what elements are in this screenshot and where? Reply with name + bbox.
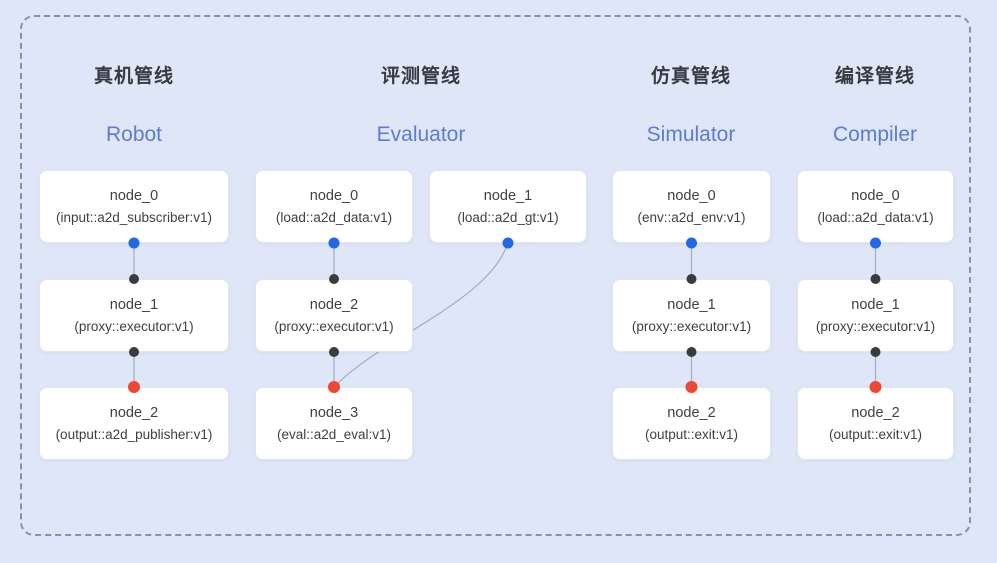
pipeline-header-compiler: 编译管线 Compiler xyxy=(833,66,917,146)
node-card-evaluator-node0[interactable]: node_0 (load::a2d_data:v1) xyxy=(255,170,413,243)
node-card-evaluator-node2[interactable]: node_2 (proxy::executor:v1) xyxy=(255,279,413,352)
node-type: (eval::a2d_eval:v1) xyxy=(276,426,392,442)
node-name: node_2 xyxy=(667,404,716,421)
node-type: (proxy::executor:v1) xyxy=(631,318,752,334)
pipeline-title-compiler: 编译管线 xyxy=(834,66,915,87)
node-name: node_0 xyxy=(309,187,359,204)
node-card-robot-node0[interactable]: node_0 (input::a2d_subscriber:v1) xyxy=(39,170,229,243)
pipeline-header-simulator: 仿真管线 Simulator xyxy=(647,66,736,146)
node-card-simulator-node0[interactable]: node_0 (env::a2d_env:v1) xyxy=(612,170,771,243)
pipeline-title-simulator: 仿真管线 xyxy=(650,66,732,87)
node-card-simulator-node1[interactable]: node_1 (proxy::executor:v1) xyxy=(612,279,771,352)
node-type: (load::a2d_gt:v1) xyxy=(457,209,559,225)
node-type: (proxy::executor:v1) xyxy=(74,318,194,334)
node-name: node_0 xyxy=(667,187,716,204)
pipeline-subtitle-simulator: Simulator xyxy=(646,123,736,146)
node-name: node_1 xyxy=(109,296,159,313)
node-card-compiler-node1[interactable]: node_1 (proxy::executor:v1) xyxy=(797,279,954,352)
node-type: (proxy::executor:v1) xyxy=(815,318,936,334)
node-type: (output::exit:v1) xyxy=(828,426,923,442)
node-card-compiler-node2[interactable]: node_2 (output::exit:v1) xyxy=(797,387,954,460)
node-type: (proxy::executor:v1) xyxy=(274,318,394,334)
pipeline-group-frame xyxy=(20,15,971,536)
pipeline-title-evaluator: 评测管线 xyxy=(380,66,461,87)
node-type: (load::a2d_data:v1) xyxy=(275,209,393,225)
node-name: node_2 xyxy=(309,296,359,313)
node-name: node_0 xyxy=(851,187,900,204)
node-card-evaluator-node3[interactable]: node_3 (eval::a2d_eval:v1) xyxy=(255,387,413,460)
node-card-robot-node2[interactable]: node_2 (output::a2d_publisher:v1) xyxy=(39,387,229,460)
node-card-evaluator-node1[interactable]: node_1 (load::a2d_gt:v1) xyxy=(429,170,587,243)
node-name: node_0 xyxy=(109,187,159,204)
node-name: node_1 xyxy=(667,296,716,313)
node-card-compiler-node0[interactable]: node_0 (load::a2d_data:v1) xyxy=(797,170,954,243)
pipeline-subtitle-robot: Robot xyxy=(105,123,163,146)
node-name: node_2 xyxy=(851,404,900,421)
node-type: (output::a2d_publisher:v1) xyxy=(55,426,213,442)
node-name: node_1 xyxy=(851,296,900,313)
node-name: node_1 xyxy=(483,187,533,204)
pipeline-title-robot: 真机管线 xyxy=(93,66,175,87)
pipeline-header-robot: 真机管线 Robot xyxy=(94,66,174,146)
node-type: (output::exit:v1) xyxy=(644,426,739,442)
pipeline-subtitle-evaluator: Evaluator xyxy=(376,123,466,146)
node-card-robot-node1[interactable]: node_1 (proxy::executor:v1) xyxy=(39,279,229,352)
pipeline-subtitle-compiler: Compiler xyxy=(832,123,918,146)
node-name: node_2 xyxy=(109,404,159,421)
node-name: node_3 xyxy=(309,404,359,421)
pipeline-header-evaluator: 评测管线 Evaluator xyxy=(377,66,466,146)
node-type: (input::a2d_subscriber:v1) xyxy=(55,209,213,225)
node-type: (env::a2d_env:v1) xyxy=(637,209,746,225)
node-card-simulator-node2[interactable]: node_2 (output::exit:v1) xyxy=(612,387,771,460)
node-type: (load::a2d_data:v1) xyxy=(817,209,934,225)
